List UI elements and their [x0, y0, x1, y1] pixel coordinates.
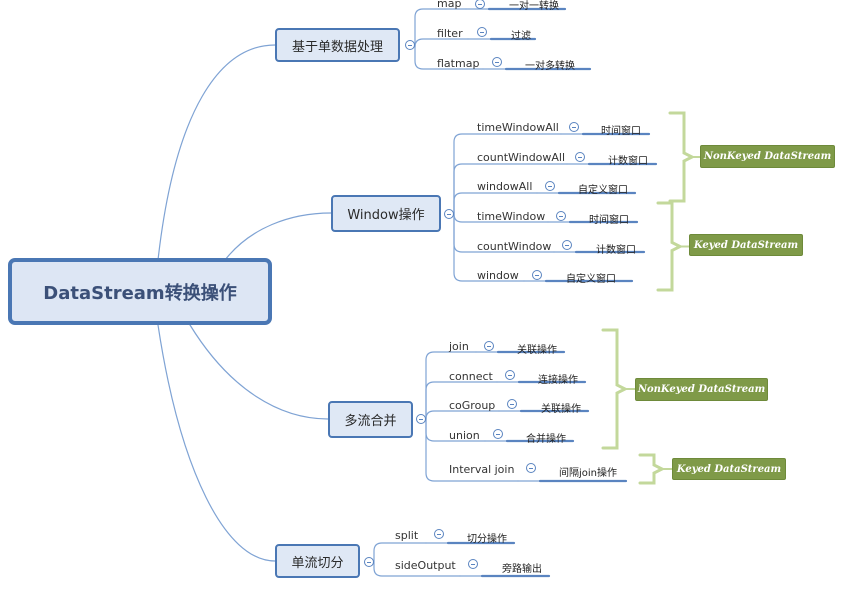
desc-union: 合并操作 [526, 434, 566, 445]
collapse-icon[interactable] [556, 211, 566, 221]
root-node[interactable]: DataStream转换操作 [8, 258, 272, 325]
collapse-icon[interactable] [477, 27, 487, 37]
branch-label: 单流切分 [291, 555, 344, 571]
leaf-timewindowall[interactable]: timeWindowAll [477, 121, 559, 134]
leaf-join[interactable]: join [449, 340, 469, 353]
leaf-interval-join[interactable]: Interval join [449, 463, 515, 476]
collapse-icon[interactable] [526, 463, 536, 473]
root-branch-connector [157, 324, 276, 562]
leaf-connect[interactable]: connect [449, 370, 493, 383]
root-branch-connector [189, 324, 329, 420]
leaf-connector [414, 44, 484, 70]
collapse-icon[interactable] [364, 557, 374, 567]
collapse-icon[interactable] [569, 122, 579, 132]
collapse-icon[interactable] [444, 209, 454, 219]
group-bracket [638, 453, 666, 485]
leaf-connector [425, 381, 498, 420]
desc-split: 切分操作 [467, 534, 507, 545]
leaf-connector [453, 192, 538, 214]
branch-label: 多流合并 [344, 414, 397, 429]
desc-sideoutput: 旁路输出 [502, 564, 542, 575]
root-label: DataStream转换操作 [43, 282, 237, 304]
collapse-icon[interactable] [468, 559, 478, 569]
leaf-windowall[interactable]: windowAll [477, 180, 533, 193]
collapse-icon[interactable] [575, 152, 585, 162]
desc-timewindowall: 时间窗口 [601, 126, 641, 137]
branch-label: 基于单数据处理 [291, 39, 383, 55]
leaf-countwindow[interactable]: countWindow [477, 240, 552, 253]
tag-nonkeyed-window: NonKeyed DataStream [700, 145, 835, 168]
leaf-timewindow[interactable]: timeWindow [477, 210, 546, 223]
leaf-connector [425, 410, 500, 420]
collapse-icon[interactable] [505, 370, 515, 380]
root-branch-connector [157, 44, 276, 261]
desc-interval-join: 间隔join操作 [559, 468, 618, 479]
collapse-icon[interactable] [434, 529, 444, 539]
group-bracket [668, 111, 696, 203]
collapse-icon[interactable] [545, 181, 555, 191]
leaf-cogroup[interactable]: coGroup [449, 399, 496, 412]
tag-keyed-interval: Keyed DataStream [672, 458, 786, 480]
desc-filter: 过滤 [511, 31, 531, 42]
desc-flatmap: 一对多转换 [525, 61, 575, 72]
collapse-icon[interactable] [475, 0, 485, 9]
collapse-icon[interactable] [405, 40, 415, 50]
leaf-split[interactable]: split [395, 529, 419, 542]
collapse-icon[interactable] [484, 341, 494, 351]
tag-label: Keyed DataStream [693, 239, 799, 251]
group-bracket [601, 328, 629, 450]
leaf-connector [373, 542, 427, 562]
tag-keyed-window: Keyed DataStream [689, 234, 803, 256]
leaf-connector [425, 418, 519, 482]
leaf-connector [425, 351, 477, 420]
leaf-union[interactable]: union [449, 429, 480, 442]
collapse-icon[interactable] [532, 270, 542, 280]
desc-countwindowall: 计数窗口 [608, 156, 648, 167]
leaf-connector [453, 212, 525, 282]
branch-multi-stream[interactable]: 多流合并 [328, 401, 413, 438]
collapse-icon[interactable] [492, 57, 502, 67]
desc-countwindow: 计数窗口 [596, 245, 636, 256]
leaf-window[interactable]: window [477, 269, 519, 282]
desc-timewindow: 时间窗口 [589, 215, 629, 226]
leaf-sideoutput[interactable]: sideOutput [395, 559, 456, 572]
leaf-connector [453, 133, 562, 214]
leaf-flatmap[interactable]: flatmap [437, 57, 480, 70]
leaf-map[interactable]: map [437, 0, 462, 10]
leaf-connector [373, 560, 461, 577]
branch-label: Window操作 [347, 208, 425, 223]
desc-connect: 连接操作 [538, 375, 578, 386]
leaf-connector [453, 163, 568, 214]
desc-map: 一对一转换 [509, 1, 559, 12]
branch-window[interactable]: Window操作 [331, 195, 441, 232]
tag-label: Keyed DataStream [676, 463, 782, 475]
collapse-icon[interactable] [493, 429, 503, 439]
desc-cogroup: 关联操作 [541, 404, 581, 415]
leaf-connector [414, 38, 469, 48]
root-branch-connector [224, 212, 332, 261]
tag-label: NonKeyed DataStream [637, 384, 766, 395]
desc-join: 关联操作 [517, 345, 557, 356]
desc-window: 自定义窗口 [566, 274, 616, 285]
leaf-filter[interactable]: filter [437, 27, 463, 40]
desc-windowall: 自定义窗口 [578, 185, 628, 196]
tag-label: NonKeyed DataStream [703, 151, 832, 162]
group-bracket [656, 201, 684, 292]
leaf-countwindowall[interactable]: countWindowAll [477, 151, 566, 164]
collapse-icon[interactable] [507, 399, 517, 409]
collapse-icon[interactable] [562, 240, 572, 250]
leaf-connector [414, 8, 467, 46]
branch-single-split[interactable]: 单流切分 [275, 544, 360, 578]
tag-nonkeyed-multistream: NonKeyed DataStream [635, 378, 768, 401]
branch-single-data[interactable]: 基于单数据处理 [275, 28, 400, 62]
collapse-icon[interactable] [416, 414, 426, 424]
